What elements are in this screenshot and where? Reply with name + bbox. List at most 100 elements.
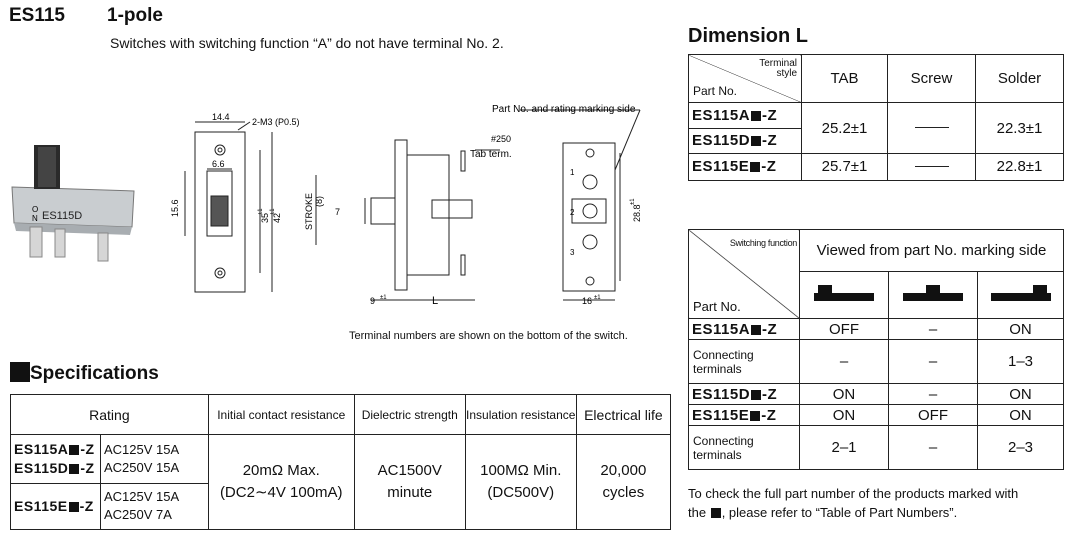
position-right — [977, 271, 1064, 319]
switching-table: Switching function Part No. Viewed from … — [688, 229, 1064, 470]
corner-terminal: Terminal — [759, 58, 797, 69]
dim-solder-e: 22.8±1 — [975, 152, 1064, 182]
sw-a-conn-right: 1–3 — [977, 339, 1064, 384]
front-view — [184, 121, 273, 293]
dim-28-8-tol: ±1 — [630, 198, 636, 205]
photo-letter-o: O — [32, 205, 38, 214]
specifications-title: Specifications — [30, 363, 159, 384]
dim-stroke-val: (8) — [314, 196, 324, 207]
dim-7: 7 — [335, 207, 340, 217]
header-note: Switches with switching function “A” do … — [110, 35, 504, 51]
sw-de-conn-center: – — [888, 425, 978, 470]
dim-16-tol: ±1 — [594, 295, 601, 301]
side-view — [315, 139, 500, 301]
dim-6-6: 6.6 — [212, 159, 225, 169]
dim-col-solder: Solder — [975, 53, 1064, 104]
sw-a-conn-center: – — [888, 339, 978, 384]
model-title: ES115 — [9, 5, 65, 26]
footnote: To check the full part number of the pro… — [688, 484, 1066, 522]
spec-header-dielectric: Dielectric strength — [353, 393, 466, 436]
position-center — [888, 271, 978, 319]
sw-a-conn-label: Connecting terminals — [688, 339, 800, 384]
sw-a-conn-left: – — [799, 339, 889, 384]
terminal-2: 2 — [570, 208, 575, 217]
dim-row-e: ES115E-Z — [688, 152, 802, 182]
corner-switching-function: Switching function — [729, 238, 797, 248]
terminal-1: 1 — [570, 168, 575, 177]
specifications-heading: Specifications — [10, 362, 159, 385]
footnote-rest: , please refer to “Table of Part Numbers… — [721, 505, 958, 520]
dim-col-tab: TAB — [801, 53, 888, 104]
sw-de-conn-right: 2–3 — [977, 425, 1064, 470]
dim-solder-ad: 22.3±1 — [975, 102, 1064, 154]
sw-de-conn-left: 2–1 — [799, 425, 889, 470]
switch-photo: O N ES115D — [11, 145, 135, 262]
sw-a-left: OFF — [799, 318, 889, 340]
corner-part-no: Part No. — [693, 84, 738, 99]
dim-2m3: 2-M3 (P0.5) — [252, 117, 300, 127]
sw-de-conn-label: Connecting terminals — [688, 425, 800, 470]
spec-header-contact: Initial contact resistance — [207, 393, 355, 436]
position-left — [799, 271, 889, 319]
dim-hash-250: #250 — [491, 134, 511, 144]
dim-9-tol: ±1 — [380, 295, 387, 301]
dim-16: 16 — [582, 296, 592, 306]
sw-e-left: ON — [799, 404, 889, 426]
dimension-l-title: Dimension L — [688, 25, 809, 47]
dim-9: 9 — [370, 296, 375, 306]
dim-28-8: 28.8 — [632, 204, 642, 222]
dimension-l-corner: Terminal style Part No. — [688, 53, 802, 104]
sw-d-right: ON — [977, 383, 1064, 405]
dim-row-a: ES115A-Z — [688, 102, 802, 129]
sw-a-right: ON — [977, 318, 1064, 340]
square-bullet-icon — [10, 362, 30, 382]
dim-screw-e — [887, 152, 976, 182]
sw-row-d: ES115D-Z — [688, 383, 800, 405]
dim-l: L — [432, 295, 438, 307]
bottom-view — [520, 109, 641, 301]
square-marker-icon — [710, 508, 721, 518]
photo-letter-n: N — [32, 214, 38, 223]
spec-row2-part: ES115E-Z — [10, 482, 101, 531]
footnote-line1: To check the full part number of the pro… — [688, 486, 1019, 501]
spec-row1-part: ES115A-Z ES115D-Z — [10, 434, 101, 484]
sw-row-e: ES115E-Z — [688, 404, 800, 426]
dim-screw-ad — [887, 102, 976, 154]
footnote-the: the — [688, 505, 707, 520]
marking-side-label: Part No. and rating marking side — [492, 104, 636, 115]
sw-d-left: ON — [799, 383, 889, 405]
slider-center-icon — [903, 284, 963, 301]
dash-icon — [914, 127, 949, 129]
dim-tab-e: 25.7±1 — [801, 152, 888, 182]
dimension-l-table: Terminal style Part No. TAB Screw Solder… — [688, 53, 1064, 182]
pole-title: 1-pole — [107, 5, 163, 26]
dim-15-6: 15.6 — [170, 199, 180, 217]
slider-left-icon — [814, 284, 874, 301]
dim-tab-ad: 25.2±1 — [801, 102, 888, 154]
spec-contact-resistance: 20mΩ Max.(DC2∼4V 100mA) — [207, 434, 355, 530]
sw-e-center: OFF — [888, 404, 978, 426]
spec-header-life: Electrical life — [575, 393, 672, 436]
dim-42-tol: ±1 — [270, 208, 276, 215]
dim-col-screw: Screw — [887, 53, 976, 104]
sw-a-center: – — [888, 318, 978, 340]
spec-header-insulation: Insulation resistance — [464, 393, 577, 436]
slider-right-icon — [990, 284, 1051, 301]
spec-insulation: 100MΩ Min.(DC500V) — [464, 434, 577, 530]
corner-style: style — [776, 68, 797, 79]
sw-d-center: – — [888, 383, 978, 405]
sw-row-a: ES115A-Z — [688, 318, 800, 340]
sw-e-right: ON — [977, 404, 1064, 426]
dim-stroke: STROKE — [304, 193, 314, 230]
spec-header-rating: Rating — [10, 393, 209, 436]
dim-42: 42 — [272, 213, 282, 223]
dim-row-d: ES115D-Z — [688, 127, 802, 154]
dash-icon — [914, 166, 949, 168]
dim-35: 35 — [260, 213, 270, 223]
dim-14-4: 14.4 — [212, 112, 230, 122]
dim-tab-term: Tab term. — [470, 149, 512, 160]
terminal-note: Terminal numbers are shown on the bottom… — [349, 330, 628, 342]
